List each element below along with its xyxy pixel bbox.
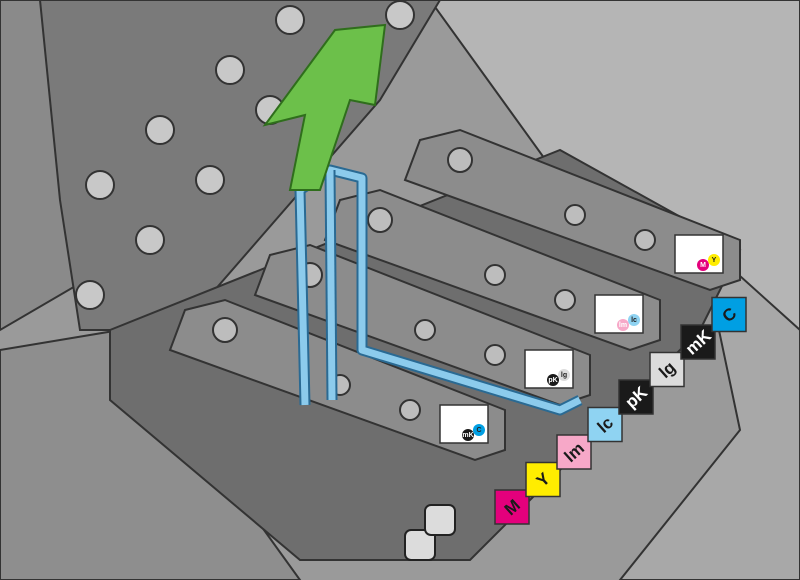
lid-knob (385, 0, 415, 30)
ink-dot-right (473, 424, 485, 436)
printhead-port (399, 399, 421, 421)
ink-dot-right-text: C (476, 427, 481, 434)
printhead-label (439, 404, 489, 444)
printhead[interactable]: MY (403, 128, 741, 292)
printhead-port (484, 264, 506, 286)
lid-knob (145, 115, 175, 145)
ink-dot-left-text: mK (462, 432, 473, 439)
lid-knobs (75, 0, 415, 310)
ink-dot-right-text: lc (631, 317, 637, 324)
ink-strip-cell: lm (556, 434, 592, 470)
screw (424, 504, 456, 536)
ink-dot-right (708, 254, 720, 266)
ink-strip-cell: lc (587, 406, 623, 443)
ink-strip-swatch (587, 406, 623, 443)
ink-strip-swatch (556, 434, 592, 470)
lid-knob (75, 280, 105, 310)
lid-knob (275, 5, 305, 35)
printhead[interactable]: mKC (168, 298, 506, 462)
ink-dot-left-text: pK (548, 377, 557, 384)
lower-left-frame (0, 328, 302, 580)
lid-knob (215, 55, 245, 85)
right-frame (618, 237, 800, 580)
printhead-label (674, 234, 724, 274)
ink-strip-swatch (525, 461, 561, 498)
ink-dot-right (558, 369, 570, 381)
printhead-port (484, 344, 506, 366)
ink-dot-right (628, 314, 640, 326)
ink-strip-swatch (618, 379, 654, 415)
ink-dot-left-text: M (700, 262, 706, 269)
ink-dot-right-text: lg (561, 372, 567, 379)
ink-strip-cell: C (711, 296, 747, 333)
ink-strip-cell: Y (525, 461, 561, 498)
ink-dot-left (617, 319, 629, 331)
ink-dot-right-text: Y (712, 257, 717, 264)
ink-strip-swatch (680, 324, 716, 360)
printhead-port (212, 317, 238, 343)
ink-strip-cell: M (494, 489, 530, 525)
printhead[interactable]: pK lg (253, 243, 591, 407)
ink-strip-swatch (649, 351, 685, 388)
screw (404, 529, 436, 561)
printhead-port (634, 229, 656, 251)
ink-strip-cell: mK (680, 324, 716, 360)
lid-knob (85, 170, 115, 200)
lid-knob (195, 165, 225, 195)
printhead-port (367, 207, 393, 233)
ink-dot-left (462, 429, 474, 441)
ink-strip-swatch (711, 296, 747, 333)
printhead-port (554, 289, 576, 311)
ink-dot-left (697, 259, 709, 271)
printhead-port (447, 147, 473, 173)
lid-knob (135, 225, 165, 255)
ink-strip-cell: lg (649, 351, 685, 388)
ink-dot-left-text: lm (619, 322, 627, 329)
ink-dot-left (547, 374, 559, 386)
printhead-port (414, 319, 436, 341)
ink-strip-swatch (494, 489, 530, 525)
up-arrow-icon (262, 23, 387, 191)
ink-strip-cell: pK (618, 379, 654, 415)
printhead-port (564, 204, 586, 226)
screws (404, 504, 456, 561)
